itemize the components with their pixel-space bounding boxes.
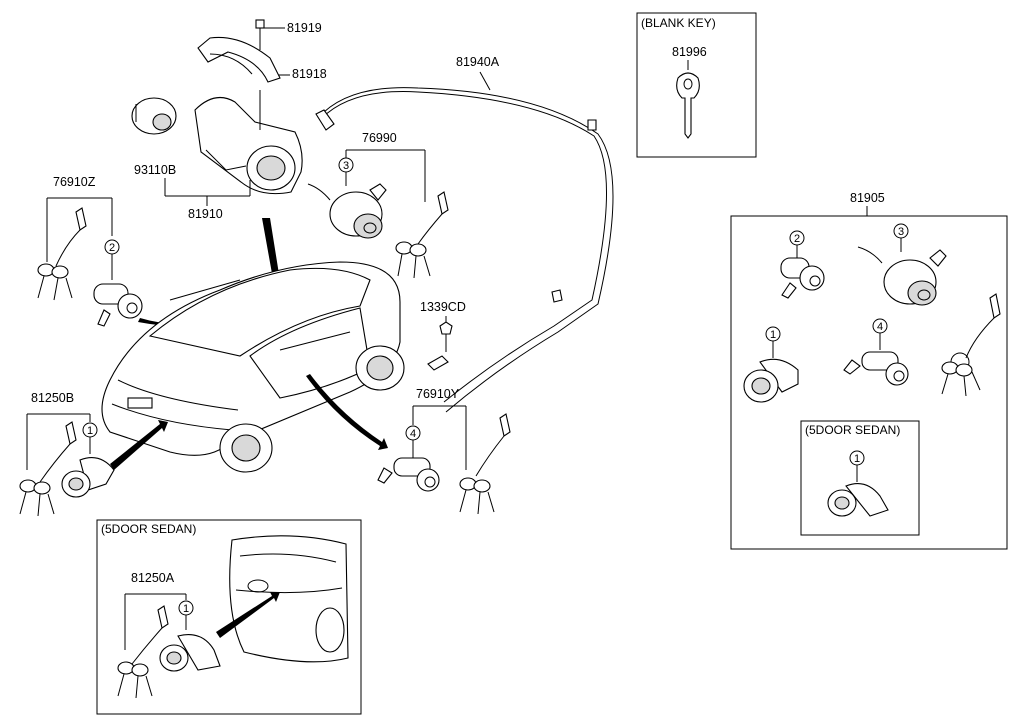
key-cylinder-76910Z: 76910Z 2 <box>37 175 143 327</box>
key-cylinder-76990: 76990 3 <box>307 131 449 279</box>
release-cable-81940A: 81940A <box>315 55 614 413</box>
part-label-76910Y: 76910Y <box>416 387 460 401</box>
clip-1339CD: 1339CD <box>420 300 466 371</box>
part-label-81996: 81996 <box>672 45 707 59</box>
key-cylinder-76910Y: 76910Y 4 <box>377 387 511 515</box>
five-door-box-bottom: (5DOOR SEDAN) 81250A 1 <box>96 519 362 715</box>
trunk-lock-cylinder-1: 1 <box>743 326 799 403</box>
part-label-93110B: 93110B <box>134 163 176 177</box>
callout-1: 1 <box>183 603 189 615</box>
five-door-title-bottom: (5DOOR SEDAN) <box>101 522 196 536</box>
arrow-trunk <box>110 420 168 470</box>
callout-3: 3 <box>898 226 904 238</box>
part-label-81905: 81905 <box>850 191 885 205</box>
blank-key-icon <box>676 72 700 139</box>
callout-3: 3 <box>343 160 349 172</box>
key-set-icon <box>941 293 1001 397</box>
part-label-1339CD: 1339CD <box>420 300 466 314</box>
arrow-door-right <box>306 374 388 450</box>
callout-4: 4 <box>410 428 416 440</box>
door-lock-cylinder-2: 2 <box>780 230 825 299</box>
callout-4: 4 <box>877 321 883 333</box>
callout-2: 2 <box>109 242 115 254</box>
blank-key-title: (BLANK KEY) <box>641 16 716 30</box>
part-label-76990: 76990 <box>362 131 397 145</box>
part-label-81918: 81918 <box>292 67 327 81</box>
callout-1: 1 <box>770 329 776 341</box>
part-label-76910Z: 76910Z <box>53 175 96 189</box>
callout-1: 1 <box>854 453 860 465</box>
trunk-cylinder-81250B: 81250B 1 <box>19 391 115 517</box>
part-label-81910: 81910 <box>188 207 223 221</box>
trunk-cylinder-5door-right: 1 <box>827 450 889 517</box>
door-lock-cylinder-4: 4 <box>843 318 909 386</box>
set-81905-box: 81905 2 3 1 <box>730 191 1008 550</box>
arrow-trunk-5door <box>216 592 280 638</box>
part-label-81940A: 81940A <box>456 55 500 69</box>
blank-key-box: (BLANK KEY) 81996 <box>636 12 757 158</box>
five-door-title-right: (5DOOR SEDAN) <box>805 423 900 437</box>
part-label-81250A: 81250A <box>131 571 175 585</box>
part-label-81919: 81919 <box>287 21 322 35</box>
callout-2: 2 <box>794 233 800 245</box>
part-label-81250B: 81250B <box>31 391 74 405</box>
callout-1: 1 <box>87 425 93 437</box>
vehicle-sedan <box>101 261 405 473</box>
ignition-cylinder-3: 3 <box>857 223 947 306</box>
steering-lock-assembly: 81919 81918 93110B 81910 <box>131 19 327 221</box>
